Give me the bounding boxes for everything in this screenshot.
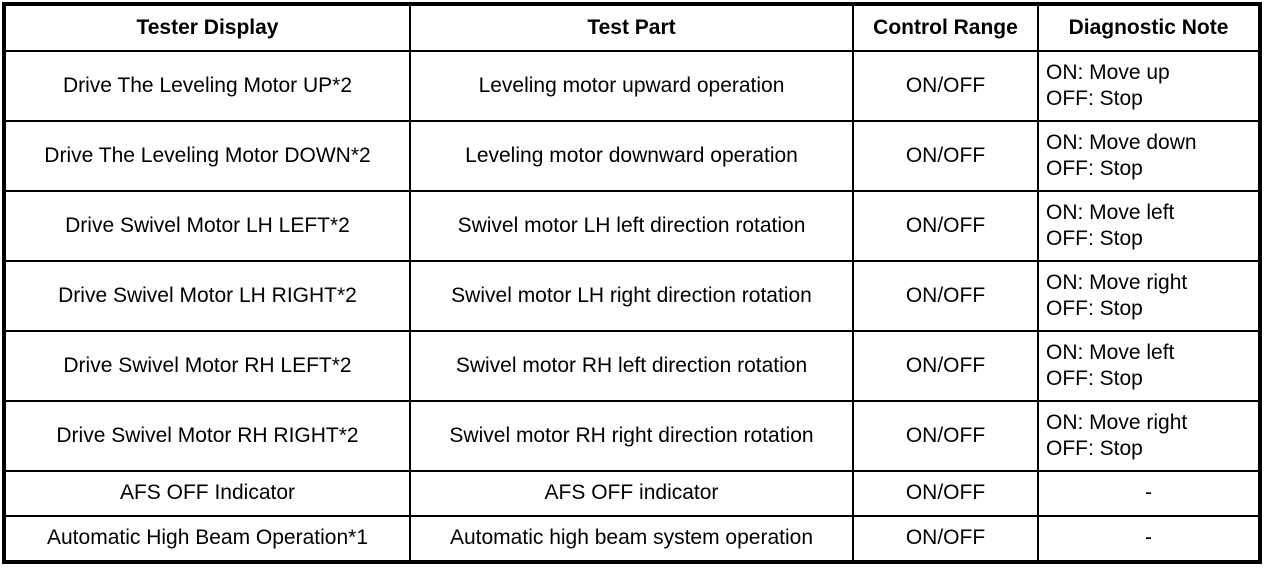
cell-diagnostic-note: ON: Move right OFF: Stop [1037,400,1261,472]
test-part-text: AFS OFF indicator [544,481,719,505]
diagnostic-note-line-on: ON: Move down [1046,130,1197,154]
cell-diagnostic-note: ON: Move left OFF: Stop [1037,330,1261,402]
cell-control-range: ON/OFF [852,400,1039,472]
cell-control-range: ON/OFF [852,470,1039,517]
diagnostic-note-line-on: ON: Move right [1046,410,1188,434]
test-part-text: Swivel motor RH left direction rotation [455,353,808,377]
tester-display-text: Drive The Leveling Motor DOWN*2 [44,143,371,167]
cell-tester-display: Drive Swivel Motor RH LEFT*2 [3,330,411,402]
table-row: Drive The Leveling Motor DOWN*2 Leveling… [3,120,1261,192]
tester-display-spec-table: Tester Display Test Part Control Range D… [2,2,1262,564]
test-part-text: Leveling motor downward operation [465,143,798,167]
table-body: Drive The Leveling Motor UP*2 Leveling m… [3,50,1261,563]
cell-test-part: Leveling motor downward operation [409,120,854,192]
tester-display-text: Drive Swivel Motor RH RIGHT*2 [56,423,359,447]
cell-tester-display: Drive Swivel Motor RH RIGHT*2 [3,400,411,472]
tester-display-text: Automatic High Beam Operation*1 [47,526,368,550]
diagnostic-note-line-on: ON: Move right [1046,270,1188,294]
tester-display-text: Drive Swivel Motor LH RIGHT*2 [58,283,357,307]
control-range-text: ON/OFF [905,353,986,377]
test-part-text: Swivel motor LH right direction rotation [451,283,812,307]
cell-test-part: AFS OFF indicator [409,470,854,517]
cell-control-range: ON/OFF [852,50,1039,122]
cell-test-part: Automatic high beam system operation [409,515,854,563]
control-range-text: ON/OFF [905,213,986,237]
control-range-text: ON/OFF [905,283,986,307]
tester-display-text: Drive Swivel Motor RH LEFT*2 [63,353,352,377]
cell-test-part: Swivel motor LH left direction rotation [409,190,854,262]
cell-test-part: Swivel motor RH right direction rotation [409,400,854,472]
cell-tester-display: Drive The Leveling Motor UP*2 [3,50,411,122]
diagnostic-note-line-off: OFF: Stop [1046,367,1143,390]
table-header: Tester Display Test Part Control Range D… [3,3,1261,52]
cell-control-range: ON/OFF [852,330,1039,402]
cell-diagnostic-note: - [1037,470,1261,517]
tester-display-text: Drive The Leveling Motor UP*2 [62,73,353,97]
diagnostic-note-line-on: ON: Move up [1046,60,1170,84]
table-row: Drive Swivel Motor RH LEFT*2 Swivel moto… [3,330,1261,402]
table-row: Drive Swivel Motor LH RIGHT*2 Swivel mot… [3,260,1261,332]
diagnostic-note-line-off: OFF: Stop [1046,437,1143,460]
cell-tester-display: Drive Swivel Motor LH LEFT*2 [3,190,411,262]
table-row: AFS OFF Indicator AFS OFF indicator ON/O… [3,470,1261,517]
control-range-text: ON/OFF [905,73,986,97]
cell-tester-display: Automatic High Beam Operation*1 [3,515,411,563]
cell-diagnostic-note: ON: Move down OFF: Stop [1037,120,1261,192]
diagnostic-note-line-off: OFF: Stop [1046,87,1143,110]
diagnostic-note-text: - [1145,526,1152,550]
table-row: Automatic High Beam Operation*1 Automati… [3,515,1261,563]
test-part-text: Automatic high beam system operation [449,526,814,550]
column-header-control-range: Control Range [852,3,1039,52]
cell-test-part: Swivel motor RH left direction rotation [409,330,854,402]
cell-control-range: ON/OFF [852,515,1039,563]
table-row: Drive Swivel Motor LH LEFT*2 Swivel moto… [3,190,1261,262]
cell-diagnostic-note: ON: Move left OFF: Stop [1037,190,1261,262]
cell-control-range: ON/OFF [852,120,1039,192]
column-header-diagnostic-note: Diagnostic Note [1037,3,1261,52]
cell-test-part: Leveling motor upward operation [409,50,854,122]
diagnostic-note-line-on: ON: Move left [1046,340,1175,364]
test-part-text: Swivel motor LH left direction rotation [457,213,806,237]
cell-test-part: Swivel motor LH right direction rotation [409,260,854,332]
diagnostic-note-line-off: OFF: Stop [1046,227,1143,250]
tester-display-text: AFS OFF Indicator [119,481,296,505]
header-row: Tester Display Test Part Control Range D… [3,3,1261,52]
diagnostic-note-line-on: ON: Move left [1046,200,1175,224]
cell-tester-display: Drive The Leveling Motor DOWN*2 [3,120,411,192]
cell-control-range: ON/OFF [852,190,1039,262]
cell-diagnostic-note: ON: Move up OFF: Stop [1037,50,1261,122]
diagnostic-note-line-off: OFF: Stop [1046,157,1143,180]
column-header-tester-display: Tester Display [3,3,411,52]
test-part-text: Swivel motor RH right direction rotation [449,423,814,447]
table-row: Drive Swivel Motor RH RIGHT*2 Swivel mot… [3,400,1261,472]
diagnostic-note-text: - [1145,481,1152,505]
test-part-text: Leveling motor upward operation [478,73,785,97]
column-header-test-part: Test Part [409,3,854,52]
diagnostic-note-line-off: OFF: Stop [1046,297,1143,320]
cell-control-range: ON/OFF [852,260,1039,332]
cell-diagnostic-note: ON: Move right OFF: Stop [1037,260,1261,332]
control-range-text: ON/OFF [905,526,986,550]
tester-display-text: Drive Swivel Motor LH LEFT*2 [65,213,350,237]
cell-tester-display: AFS OFF Indicator [3,470,411,517]
cell-tester-display: Drive Swivel Motor LH RIGHT*2 [3,260,411,332]
control-range-text: ON/OFF [905,423,986,447]
control-range-text: ON/OFF [905,481,986,505]
cell-diagnostic-note: - [1037,515,1261,563]
control-range-text: ON/OFF [905,143,986,167]
table-row: Drive The Leveling Motor UP*2 Leveling m… [3,50,1261,122]
